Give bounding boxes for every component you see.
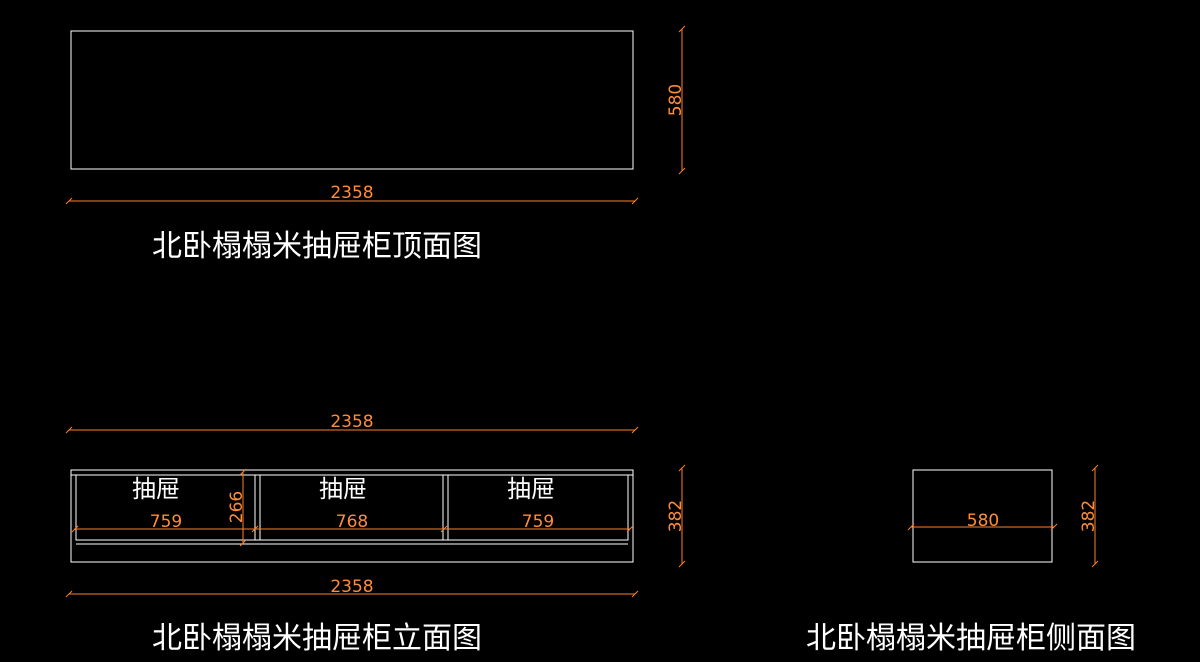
top-view-title: 北卧榻榻米抽屉柜顶面图 xyxy=(152,229,482,264)
front-view-outline xyxy=(70,469,634,563)
side-view-height-label: 382 xyxy=(1079,500,1099,532)
side-view-depth-label: 580 xyxy=(967,511,999,531)
front-view-inner-frame xyxy=(75,474,629,541)
side-view-depth-dimension: 580 xyxy=(907,511,1058,531)
top-view-depth-dimension: 580 xyxy=(666,25,686,175)
front-view-height-dimension: 382 xyxy=(666,464,686,568)
top-view-width-dimension: 2358 xyxy=(65,183,639,205)
drawer-label: 抽屉 xyxy=(132,475,180,503)
drawer-height-label: 266 xyxy=(227,491,247,523)
front-view-height-label: 382 xyxy=(666,500,686,532)
top-view: 2358 580 北卧榻榻米抽屉柜顶面图 xyxy=(65,25,686,264)
drawer-width-label: 759 xyxy=(150,512,182,532)
top-view-width-label: 2358 xyxy=(330,183,373,203)
front-view-top-width-label: 2358 xyxy=(330,412,373,432)
front-view: 2358 抽屉 抽屉 抽屉 759 768 759 xyxy=(65,412,686,656)
front-view-top-width-dimension: 2358 xyxy=(65,412,639,434)
drawer-label: 抽屉 xyxy=(507,475,555,503)
front-view-bottom-width-dimension: 2358 xyxy=(65,577,639,598)
front-view-title: 北卧榻榻米抽屉柜立面图 xyxy=(152,621,482,656)
side-view-height-dimension: 382 xyxy=(1079,464,1099,568)
drawer-width-dimensions: 759 768 759 xyxy=(71,512,634,533)
drawer-height-dimension: 266 xyxy=(227,468,247,547)
drawer-width-label: 768 xyxy=(336,512,368,532)
side-view-outline xyxy=(912,469,1053,563)
drawer-label: 抽屉 xyxy=(319,475,367,503)
side-view-title: 北卧榻榻米抽屉柜侧面图 xyxy=(806,621,1136,656)
drawer-width-label: 759 xyxy=(522,512,554,532)
top-view-depth-label: 580 xyxy=(666,84,686,116)
top-view-outline xyxy=(70,30,634,170)
side-view: 580 382 北卧榻榻米抽屉柜侧面图 xyxy=(806,464,1136,656)
front-view-bottom-width-label: 2358 xyxy=(330,577,373,597)
